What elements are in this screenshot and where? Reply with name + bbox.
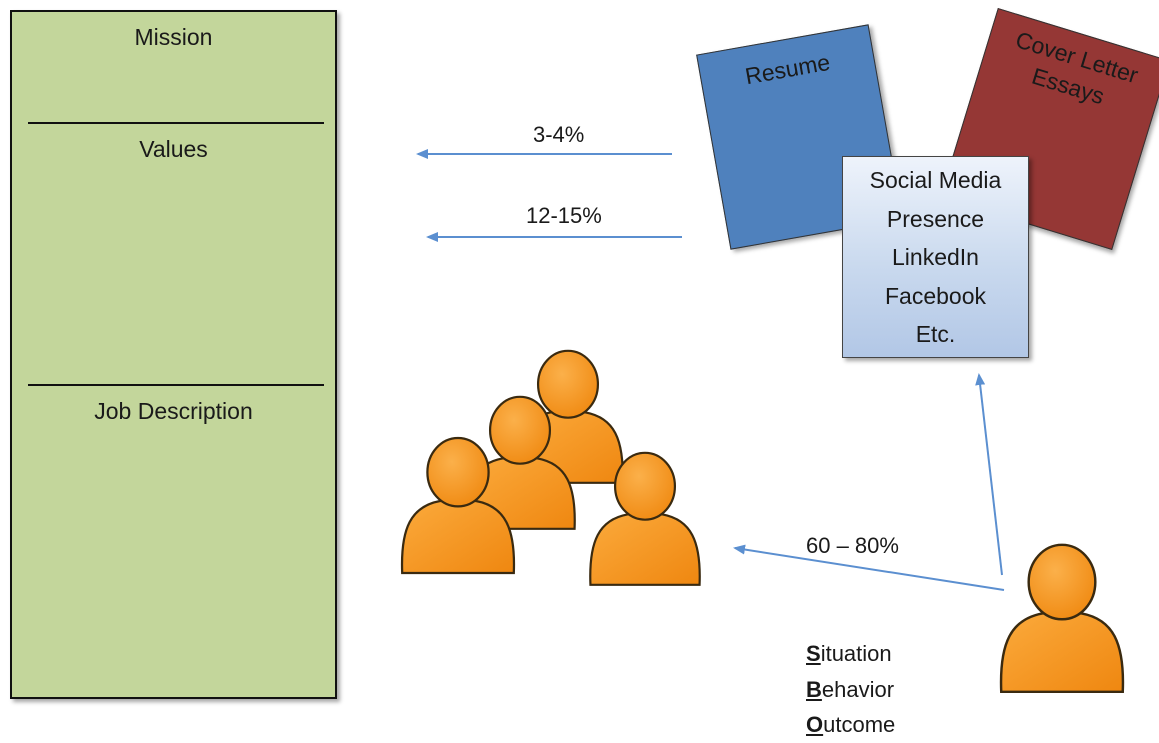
etc-line: Etc. bbox=[915, 321, 956, 347]
social-media-line: Social Media bbox=[869, 167, 1002, 193]
presence-line: Presence bbox=[886, 205, 985, 232]
network-percentage: 60 – 80% bbox=[806, 533, 899, 558]
behavior-item: Behavior bbox=[806, 672, 895, 708]
outcome-rest: utcome bbox=[823, 712, 896, 737]
arrow-candidate-to-social bbox=[975, 373, 1003, 576]
cover-letter-percentage: 12-15% bbox=[526, 203, 602, 228]
social-media-box: Social Media Presence LinkedIn Facebook … bbox=[842, 156, 1029, 358]
resume-percentage: 3-4% bbox=[533, 122, 585, 147]
values-label: Values bbox=[139, 136, 208, 162]
values-divider bbox=[28, 384, 324, 386]
facebook-line: Facebook bbox=[884, 282, 986, 309]
candidate-person-icon bbox=[999, 543, 1125, 694]
situation-item: Situation bbox=[806, 636, 895, 672]
mission-divider bbox=[28, 122, 324, 124]
arrow-candidate-to-network bbox=[733, 544, 1005, 591]
behavior-initial: B bbox=[806, 676, 822, 702]
situation-initial: S bbox=[806, 641, 821, 666]
sbo-legend: Situation Behavior Outcome bbox=[806, 636, 895, 743]
mission-label: Mission bbox=[134, 24, 213, 50]
situation-rest: ituation bbox=[820, 641, 892, 666]
outcome-item: Outcome bbox=[806, 707, 895, 743]
linkedin-line: LinkedIn bbox=[892, 244, 979, 270]
network-group-icon bbox=[400, 349, 701, 586]
outcome-initial: O bbox=[806, 712, 824, 737]
behavior-rest: ehavior bbox=[821, 676, 895, 702]
organization-panel: Mission Values Job Description bbox=[10, 10, 337, 699]
job-description-label: Job Description bbox=[94, 398, 253, 424]
